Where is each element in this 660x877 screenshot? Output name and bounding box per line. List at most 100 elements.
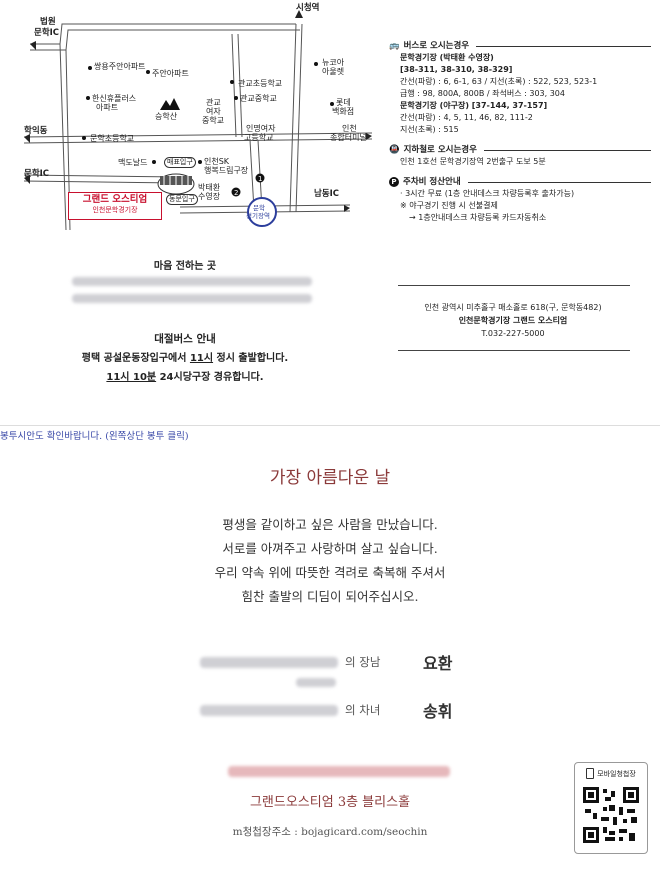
message-line-4: 힘찬 출발의 디딤이 되어주십시오.	[241, 589, 419, 604]
map-label-pool: 박태환	[198, 183, 221, 192]
venue-marker: 그랜드 오스티엄 인천문학경기장	[68, 192, 162, 220]
charter-bus-line-2: 11시 10분 24시당구장 경유합니다.	[40, 368, 330, 383]
bus-stop-pool-routes: [38-311, 38-310, 38-329]	[400, 65, 513, 74]
svg-text:1: 1	[258, 175, 262, 183]
map-label-newcore: 뉴코아	[322, 58, 345, 67]
map-label-east-gate: 동문입구	[166, 194, 198, 205]
groom-name: 요환	[423, 654, 453, 673]
section-divider	[0, 425, 660, 426]
map-label-seunghaksan: 승학산	[155, 112, 178, 121]
map-label-inmyeong-hs: 고등학교	[244, 133, 274, 142]
map-label-pool-2: 수영장	[198, 192, 221, 201]
charter-line1-time: 11시	[189, 353, 214, 364]
bus-icon: 🚌	[389, 41, 400, 51]
card-title: 가장 아름다운 날	[269, 468, 391, 488]
bus-stop-pool: 문학경기장 (박태환 수영장)	[400, 53, 494, 62]
parking-line-3: → 1층안내데스크 차량등록 카드자동취소	[409, 213, 547, 222]
mobile-invite-url[interactable]: m청첩장주소 : bojagicard.com/seochin	[232, 826, 428, 838]
map-label-munhak-ic-left: 문학IC	[24, 169, 50, 179]
message-line-1: 평생을 같이하고 싶은 사람을 만났습니다.	[222, 517, 438, 532]
map-label-gwango-mid-1: 관교	[206, 98, 221, 107]
bus-stop-ballpark: 문학경기장 (야구장) [37-144, 37-157]	[400, 101, 548, 110]
map-label-hakik: 학익동	[24, 126, 48, 136]
bride-name: 송휘	[423, 702, 453, 721]
message-line-2: 서로를 아껴주고 사랑하며 살고 싶습니다.	[222, 541, 438, 556]
map-label-city-hall: 시청역	[296, 3, 320, 13]
map-label-gwango-middle: 관교중학교	[240, 94, 277, 103]
mobile-invite-label: 모바일청첩장	[597, 769, 636, 778]
map-label-main-gate: 매표입구	[164, 157, 196, 168]
parking-section-title: 주차비 정산안내	[403, 177, 461, 187]
map-label-munhak-elem: 문학초등학교	[90, 134, 135, 143]
gift-account-redacted-2	[72, 294, 312, 303]
card-message: 평생을 같이하고 싶은 사람을 만났습니다. 서로를 아껴주고 사랑하며 살고 …	[120, 513, 540, 609]
gift-title: 마음 전하는 곳	[153, 261, 217, 272]
parking-line-1: · 3시간 무료 (1층 안내데스크 차량등록후 출차가능)	[400, 189, 575, 198]
charter-line1-a: 평택 공설운동장입구에서	[81, 353, 190, 364]
map-label-lotte-dept: 백화점	[332, 107, 355, 116]
map-label-terminal: 종합터미널	[330, 133, 367, 142]
wedding-venue: 그랜드오스티엄 3층 블리스홀	[249, 795, 411, 810]
bride-parents-redacted	[200, 705, 338, 716]
venue-marker-sub: 인천문학경기장	[92, 206, 138, 214]
location-map: 1 2 법원 문학IC 시청역 쌍용주안아파트 주안아파트 관교초등학교 뉴코아…	[0, 0, 372, 250]
groom-relation: 의 장남	[345, 655, 381, 669]
parking-line-2: ※ 야구경기 진행 시 선불결제	[400, 201, 498, 210]
charter-line2-time: 11시 10분	[106, 372, 157, 383]
subway-icon: 🚇	[389, 145, 400, 155]
map-label-happy-dream: 행복드림구장	[204, 166, 249, 175]
bus-section-title: 버스로 오시는경우	[403, 41, 470, 51]
map-label-gwango-mid-2: 여자	[206, 107, 221, 116]
gift-account-redacted-1	[72, 277, 312, 286]
wedding-datetime-redacted	[228, 766, 450, 777]
map-label-mcdonalds: 맥도날드	[118, 158, 148, 167]
bus-section-header: 🚌 버스로 오시는경우	[389, 40, 651, 52]
map-label-court: 법원	[40, 17, 56, 27]
map-label-station: 문학	[253, 204, 265, 212]
subway-section-title: 지하철로 오시는경우	[403, 145, 477, 155]
map-label-sk: 인천SK	[204, 157, 230, 166]
bride-relation: 의 차녀	[345, 703, 381, 717]
map-label-munhak-ic-top: 문학IC	[34, 28, 60, 38]
map-label-juan: 주안아파트	[152, 69, 189, 78]
parking-icon: P	[389, 177, 399, 187]
svg-text:2: 2	[234, 189, 238, 197]
map-label-station-2: 경기장역	[246, 212, 270, 220]
subway-section-header: 🚇 지하철로 오시는경우	[389, 144, 651, 156]
address-line-2: 인천문학경기장 그랜드 오스티엄	[458, 316, 568, 325]
map-label-gwango-elem: 관교초등학교	[238, 79, 283, 88]
address-divider-bottom	[398, 350, 630, 351]
venue-address: 인천 광역시 미추홀구 매소홀로 618(구, 문학동482) 인천문학경기장 …	[395, 301, 631, 340]
map-roads: 1 2	[23, 10, 372, 231]
address-phone: T.032-227-5000	[481, 329, 545, 338]
map-label-lotte: 롯데	[336, 98, 351, 107]
address-line-1: 인천 광역시 미추홀구 매소홀로 618(구, 문학동482)	[424, 303, 602, 312]
map-label-inmyeong: 인명여자	[246, 124, 276, 133]
subway-line: 인천 1호선 문학경기장역 2번출구 도보 5분	[400, 157, 546, 166]
bus-ball-line-1: 간선(파랑) : 4, 5, 11, 46, 82, 111-2	[400, 113, 533, 122]
phone-icon	[586, 768, 595, 779]
map-label-hansin-apt: 아파트	[96, 103, 119, 112]
charter-bus-line-1: 평택 공설운동장입구에서 11시 정시 출발합니다.	[40, 349, 330, 364]
groom-parents-redacted	[200, 657, 338, 668]
directions-panel: 🚌 버스로 오시는경우 문학경기장 (박태환 수영장) [38-311, 38-…	[389, 38, 651, 224]
map-label-incheon: 인천	[342, 124, 357, 133]
qr-code-icon	[583, 787, 639, 843]
parking-section-header: P 주차비 정산안내	[389, 176, 651, 188]
bus-pool-line-1: 간선(파랑) : 6, 6-1, 63 / 지선(초록) : 522, 523,…	[400, 77, 598, 86]
groom-parents-note-redacted	[296, 678, 336, 687]
map-label-ssangyong: 쌍용주안아파트	[94, 62, 146, 71]
mobile-invite-label-row: 모바일청첩장	[575, 768, 647, 779]
map-label-namdong-ic: 남동IC	[314, 189, 340, 199]
envelope-notice[interactable]: 봉투시안도 확인바랍니다. (왼쪽상단 봉투 클릭)	[0, 431, 189, 442]
stadium-icon	[157, 173, 195, 195]
map-label-gwango-mid-3: 중학교	[202, 116, 225, 125]
charter-line1-c: 정시 출발합니다.	[213, 353, 289, 364]
subway-station-icon	[247, 197, 277, 227]
bus-pool-line-2: 급행 : 98, 800A, 800B / 좌석버스 : 303, 304	[400, 89, 565, 98]
charter-bus-title: 대절버스 안내	[154, 333, 216, 345]
mobile-invite-qr-card[interactable]: 모바일청첩장	[574, 762, 648, 854]
message-line-3: 우리 약속 위에 따뜻한 격려로 축복해 주셔서	[214, 565, 446, 580]
bus-ball-line-2: 지선(초록) : 515	[400, 125, 459, 134]
venue-marker-name: 그랜드 오스티엄	[82, 194, 148, 205]
